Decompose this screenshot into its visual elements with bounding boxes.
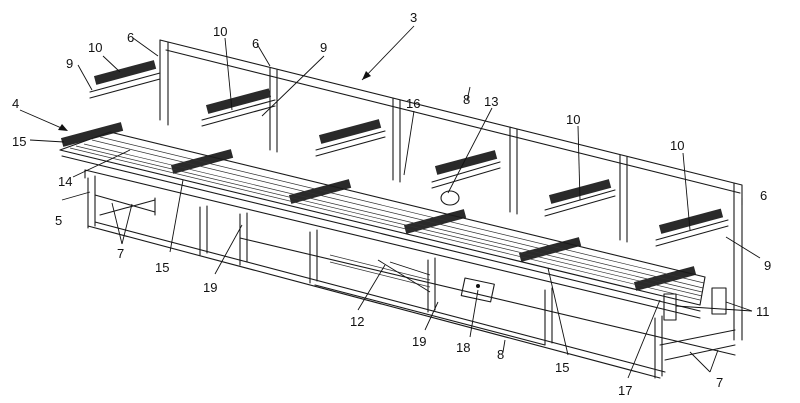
label-15a: 15 bbox=[12, 134, 26, 149]
label-5: 5 bbox=[55, 213, 62, 228]
back-roller-rails bbox=[89, 72, 729, 247]
label-4: 4 bbox=[12, 96, 19, 111]
motor-b bbox=[711, 287, 727, 315]
back-frame bbox=[159, 39, 743, 341]
label-10c: 10 bbox=[566, 112, 580, 127]
drive-mechanism bbox=[329, 190, 727, 321]
label-6b: 6 bbox=[252, 36, 259, 51]
label-9a: 9 bbox=[66, 56, 73, 71]
label-10a: 10 bbox=[88, 40, 102, 55]
label-8b: 8 bbox=[497, 347, 504, 362]
label-18: 18 bbox=[456, 340, 470, 355]
leader-lines bbox=[19, 25, 761, 379]
label-15c: 15 bbox=[555, 360, 569, 375]
conveyor-table bbox=[59, 131, 706, 319]
label-6c: 6 bbox=[760, 188, 767, 203]
label-17: 17 bbox=[618, 383, 632, 398]
label-16: 16 bbox=[406, 96, 420, 111]
label-19a: 19 bbox=[203, 280, 217, 295]
label-3: 3 bbox=[410, 10, 417, 25]
motor-a bbox=[663, 293, 677, 321]
label-14: 14 bbox=[58, 174, 72, 189]
label-12: 12 bbox=[350, 314, 364, 329]
label-10d: 10 bbox=[670, 138, 684, 153]
label-13: 13 bbox=[484, 94, 498, 109]
label-7a: 7 bbox=[117, 246, 124, 261]
label-9c: 9 bbox=[764, 258, 771, 273]
label-6a: 6 bbox=[127, 30, 134, 45]
label-7b: 7 bbox=[716, 375, 723, 390]
label-11: 11 bbox=[756, 304, 770, 319]
reference-numerals: 3 4 5 6 6 6 7 7 8 8 9 9 9 10 10 10 10 11… bbox=[12, 10, 771, 398]
label-15b: 15 bbox=[155, 260, 169, 275]
label-19b: 19 bbox=[412, 334, 426, 349]
label-9b: 9 bbox=[320, 40, 327, 55]
label-8a: 8 bbox=[463, 92, 470, 107]
lower-frame bbox=[87, 175, 736, 379]
label-10b: 10 bbox=[213, 24, 227, 39]
